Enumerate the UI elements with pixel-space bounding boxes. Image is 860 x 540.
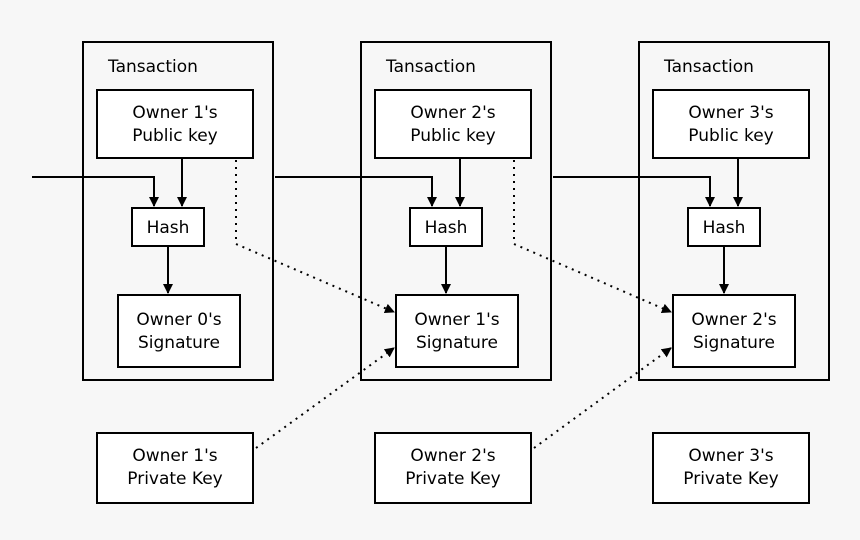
- transaction-1-signature-line1: Owner 0's: [136, 310, 221, 330]
- transaction-3-signature-line2: Signature: [693, 333, 775, 353]
- transaction-3-frame: [638, 41, 830, 381]
- transaction-2-hash-box: [409, 207, 483, 247]
- private-key-1: Owner 1's Private Key: [96, 432, 254, 504]
- private-key-3-line2: Private Key: [683, 469, 779, 489]
- chain-arrow-1-to-2: [275, 176, 437, 207]
- transaction-3-hash-label: Hash: [703, 218, 746, 238]
- transaction-3-public-key-box: [652, 89, 810, 159]
- transaction-1-frame: [82, 41, 274, 381]
- transaction-1-signature-box: [117, 294, 241, 368]
- incoming-chain-arrow: [32, 176, 159, 207]
- private-key-2: Owner 2's Private Key: [374, 432, 532, 504]
- transaction-1-hash-label: Hash: [147, 218, 190, 238]
- private-key-2-line2: Private Key: [405, 469, 501, 489]
- private-key-1-box: [96, 432, 254, 504]
- transaction-3-public-key-line1: Owner 3's: [688, 103, 773, 123]
- transaction-1: Tansaction Owner 1's Public key Hash Own…: [82, 41, 274, 381]
- private-key-3-box: [652, 432, 810, 504]
- private-key-2-line1: Owner 2's: [410, 446, 495, 466]
- transaction-2-signature-line1: Owner 1's: [414, 310, 499, 330]
- transaction-1-public-key-box: [96, 89, 254, 159]
- private-key-3: Owner 3's Private Key: [652, 432, 810, 504]
- transaction-1-public-key-line1: Owner 1's: [132, 103, 217, 123]
- transaction-3: Tansaction Owner 3's Public key Hash Own…: [638, 41, 830, 381]
- transaction-2-public-key-box: [374, 89, 532, 159]
- transaction-3-signature-box: [672, 294, 796, 368]
- private-key-2-box: [374, 432, 532, 504]
- sign-arrow-privkey2-to-signature2: [533, 347, 672, 449]
- chain-arrow-2-to-3: [553, 176, 715, 207]
- transaction-3-hash-box: [687, 207, 761, 247]
- transaction-2-public-key-line2: Public key: [410, 126, 495, 146]
- transaction-2: Tansaction Owner 2's Public key Hash Own…: [360, 41, 552, 381]
- transaction-3-title: Tansaction: [663, 57, 754, 77]
- private-key-1-line2: Private Key: [127, 469, 223, 489]
- transaction-1-title: Tansaction: [107, 57, 198, 77]
- transaction-2-hash-label: Hash: [425, 218, 468, 238]
- sign-arrow-privkey1-to-signature1: [255, 347, 395, 449]
- private-key-1-line1: Owner 1's: [132, 446, 217, 466]
- transaction-2-signature-box: [395, 294, 519, 368]
- transaction-2-signature-line2: Signature: [416, 333, 498, 353]
- transaction-1-public-key-line2: Public key: [132, 126, 217, 146]
- transaction-2-title: Tansaction: [385, 57, 476, 77]
- verify-arrow-pubkey2-to-signature2: [513, 160, 672, 314]
- transaction-3-public-key-line2: Public key: [688, 126, 773, 146]
- transaction-3-signature-line1: Owner 2's: [691, 310, 776, 330]
- verify-arrow-pubkey1-to-signature1: [235, 160, 395, 314]
- transaction-2-public-key-line1: Owner 2's: [410, 103, 495, 123]
- transaction-1-signature-line2: Signature: [138, 333, 220, 353]
- private-key-3-line1: Owner 3's: [688, 446, 773, 466]
- transaction-2-frame: [360, 41, 552, 381]
